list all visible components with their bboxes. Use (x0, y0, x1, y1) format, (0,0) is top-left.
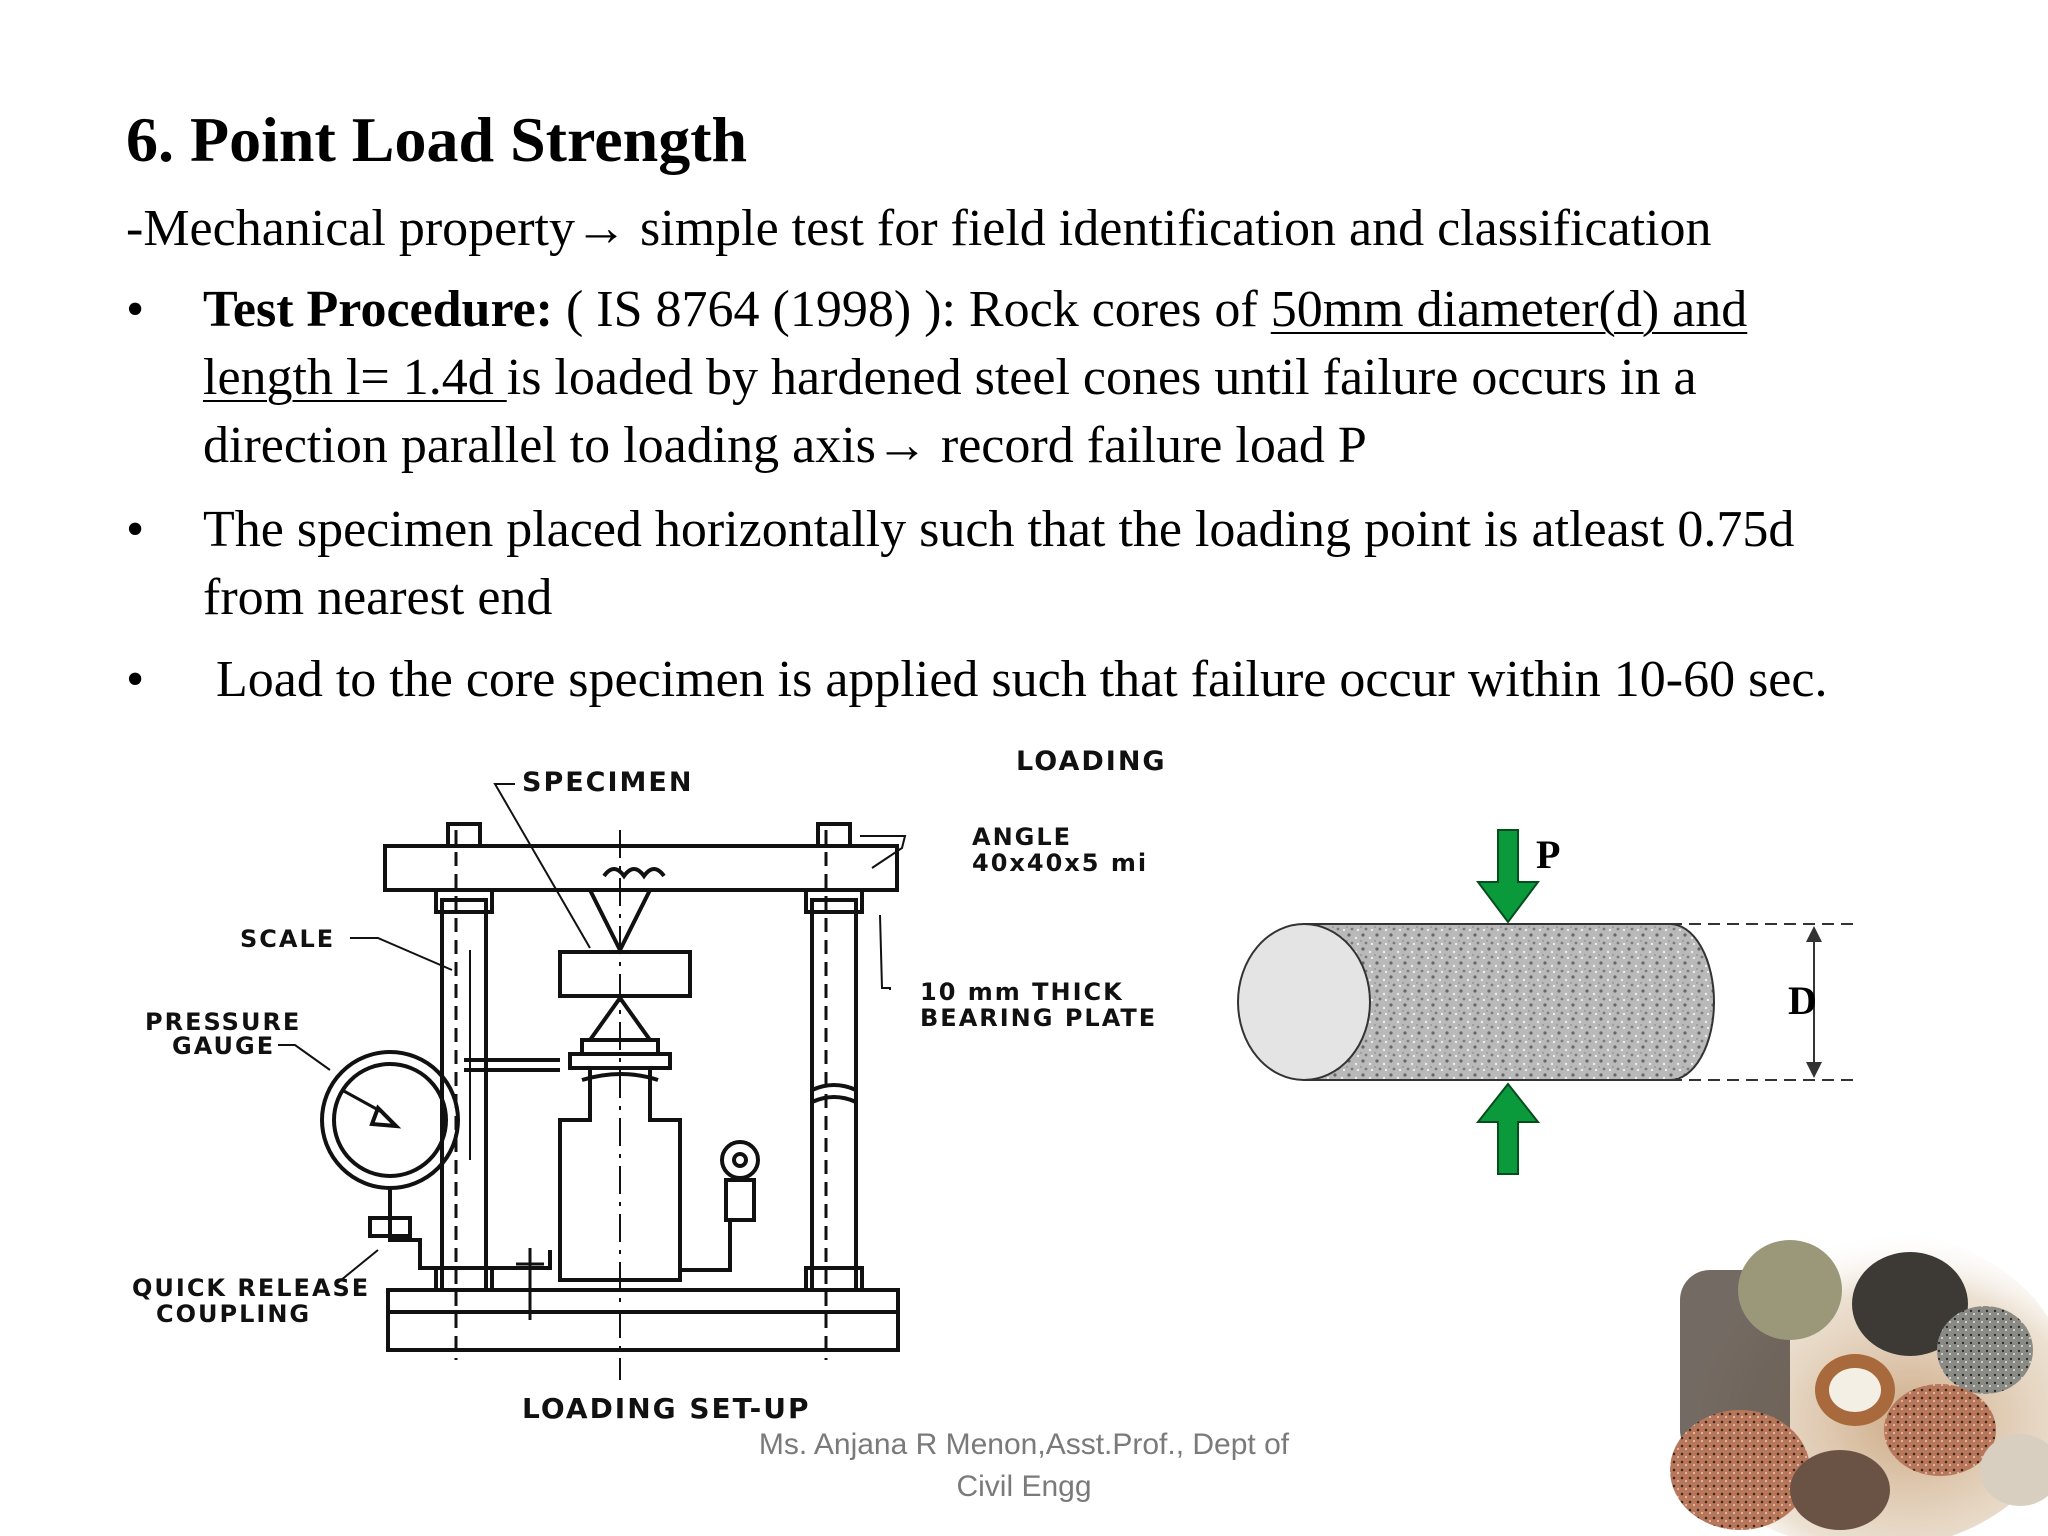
slide-title: 6. Point Load Strength (126, 104, 748, 175)
label-plate-thickness: 10 mm THICK (920, 978, 1124, 1006)
bullet-line: from nearest end (203, 569, 553, 626)
bullet-text-part: ( IS 8764 (1998) ): Rock cores of (552, 281, 1271, 338)
label-scale: SCALE (240, 925, 335, 953)
underlined-text: 50mm diameter(d) and (1270, 281, 1748, 338)
label-loading: LOADING (1016, 746, 1167, 777)
arrow-right-icon: → (575, 200, 628, 257)
label-bearing-plate: BEARING PLATE (920, 1004, 1157, 1032)
label-specimen: SPECIMEN (522, 767, 693, 798)
arrow-right-icon: → (875, 417, 928, 474)
bullet-marker: • (126, 651, 145, 708)
slide-footer: Ms. Anjana R Menon,Asst.Prof., Dept of C… (700, 1424, 1348, 1508)
load-arrow-top-icon (1476, 829, 1540, 924)
subtitle-line: -Mechanical property→ simple test for fi… (126, 194, 1711, 264)
bullet-line: Load to the core specimen is applied suc… (203, 651, 1828, 708)
label-angle-size: 40x40x5 mi (972, 849, 1148, 877)
diameter-label-d: D (1788, 978, 1817, 1023)
bullet-text: The specimen placed horizontally such th… (203, 496, 2003, 632)
label-pressure: PRESSURE (145, 1008, 301, 1036)
core-specimen-diagram: P D (1237, 829, 1860, 1175)
rock-cores-photo (1670, 1230, 2048, 1536)
bullet-line: The specimen placed horizontally such th… (203, 501, 1795, 558)
bullet-marker: • (126, 281, 145, 338)
bullet-text-part: is loaded by hardened steel cones until … (506, 349, 1697, 406)
load-arrow-bottom-icon (1475, 1082, 1541, 1175)
bullet-text-part: direction parallel to loading axis (203, 417, 876, 474)
caption-loading-setup: LOADING SET-UP (522, 1392, 811, 1425)
bold-label: Test Procedure: (203, 281, 553, 338)
label-quick-release: QUICK RELEASE (132, 1274, 370, 1302)
subtitle-prefix: -Mechanical property (126, 200, 576, 257)
bullet-text: Test Procedure: ( IS 8764 (1998) ): Rock… (203, 276, 2003, 480)
footer-line-1: Ms. Anjana R Menon,Asst.Prof., Dept of (758, 1428, 1290, 1461)
underlined-text: length l= 1.4d (203, 349, 507, 406)
load-label-p: P (1536, 832, 1560, 877)
loading-setup-diagram: SPECIMEN LOADING ANGLE 40x40x5 mi SCALE … (132, 746, 1167, 1425)
label-coupling: COUPLING (156, 1300, 311, 1328)
subtitle-rest: simple test for field identification and… (627, 200, 1712, 257)
label-gauge: GAUGE (172, 1032, 275, 1060)
bullet-text-part: record failure load P (927, 417, 1367, 474)
bullet-marker: • (126, 501, 145, 558)
footer-line-2: Civil Engg (956, 1470, 1092, 1503)
label-angle: ANGLE (972, 823, 1072, 851)
